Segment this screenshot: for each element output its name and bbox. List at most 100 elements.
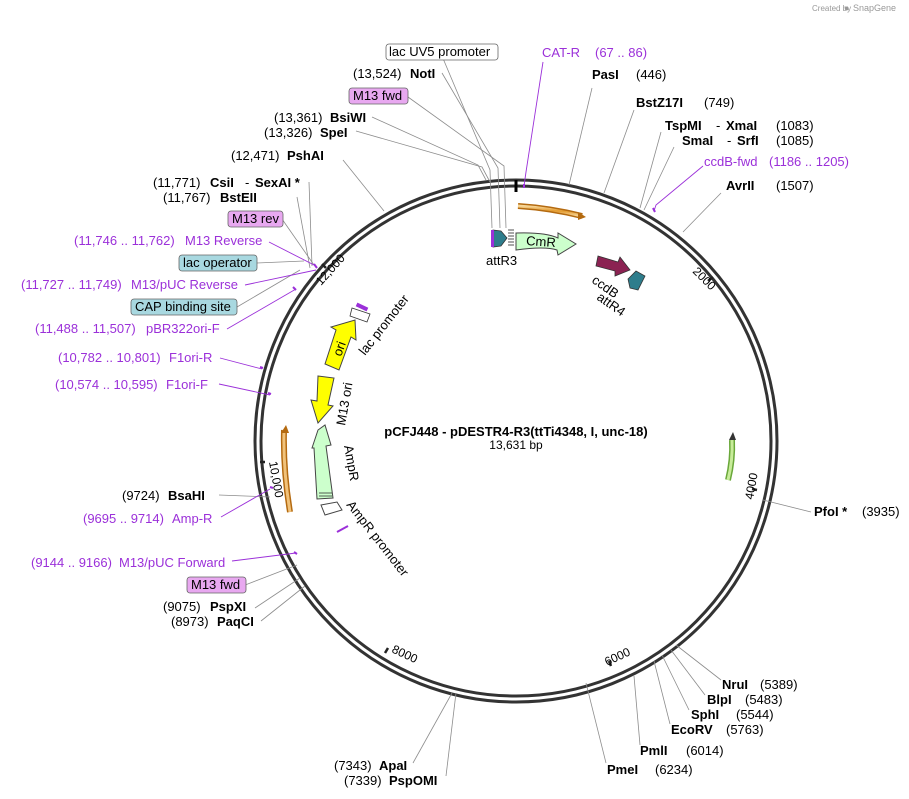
bsteii-name: BstEII: [220, 190, 257, 205]
nrui-pos: (5389): [760, 677, 798, 692]
pspomi-pos: (7339): [344, 773, 382, 788]
attr3-arrow: [492, 229, 508, 248]
bstz17i-name: BstZ17I: [636, 95, 683, 110]
tspmi-pos: (1083): [776, 118, 814, 133]
pshai-name: PshAI: [287, 148, 324, 163]
credit-brand: SnapGene: [853, 3, 896, 13]
primer-site-marks: [259, 184, 656, 555]
ori-label: ori: [330, 339, 349, 358]
apai-name: ApaI: [379, 758, 407, 773]
cat-r-name: CAT-R: [542, 45, 580, 60]
lac-uv5-box: [385, 43, 499, 61]
csii-name: CsiI: [210, 175, 234, 190]
bsiwi-pos: (13,361): [274, 110, 322, 125]
tspmi-name: TspMI: [665, 118, 702, 133]
ampr-promoter-arrow: [320, 501, 343, 516]
bsahi-name: BsaHI: [168, 488, 205, 503]
cap-binding-box: [130, 298, 238, 316]
avrii-pos: (1507): [776, 178, 814, 193]
ccdb-arrow: [595, 255, 631, 277]
m13-fwd-top-label: M13 fwd: [353, 88, 402, 103]
nrui-name: NruI: [722, 677, 748, 692]
smai-sep: -: [727, 133, 731, 148]
plasmid-name: pCFJ448 - pDESTR4-R3(ttTi4348, I, unc-18…: [384, 424, 647, 439]
pbr322ori-f-name: pBR322ori-F: [146, 321, 220, 336]
smai-pos: (1085): [776, 133, 814, 148]
pmli-pos: (6014): [686, 743, 724, 758]
ecorv-pos: (5763): [726, 722, 764, 737]
pfoi-name: PfoI *: [814, 504, 848, 519]
m13-puc-reverse-range: (11,727 .. 11,749): [21, 277, 122, 292]
ruler-ticks: [260, 263, 758, 667]
f1ori-f-name: F1ori-F: [166, 377, 208, 392]
sphi-pos: (5544): [736, 707, 774, 722]
m13-fwd-bottom-box: [186, 576, 247, 594]
snapgene-logo-icon: ●: [844, 3, 849, 13]
ccdb-fwd-name: ccdB-fwd: [704, 154, 757, 169]
attr3-label: attR3: [486, 253, 517, 268]
ampr-arrow: [311, 424, 334, 500]
pspxi-pos: (9075): [163, 599, 201, 614]
f1ori-r-name: F1ori-R: [169, 350, 212, 365]
bstz17i-pos: (749): [704, 95, 734, 110]
xmai-name: XmaI: [726, 118, 757, 133]
ampr-label: AmpR: [341, 444, 362, 482]
m13-fwd-top-box: [348, 87, 409, 105]
m13-ori-label: M13 ori: [333, 381, 355, 426]
paqci-name: PaqCI: [217, 614, 254, 629]
cat-r-range: (67 .. 86): [595, 45, 647, 60]
cap-binding-label: CAP binding site: [135, 299, 231, 314]
ampr-promoter-label: AmpR promoter: [344, 498, 413, 580]
attr3-hatch: [508, 229, 514, 246]
noti-pos: (13,524): [353, 66, 401, 81]
ccdb-fwd-range: (1186 .. 1205): [769, 154, 849, 169]
spei-name: SpeI: [320, 125, 347, 140]
noti-name: NotI: [410, 66, 435, 81]
tick-label-4000: 4000: [742, 471, 760, 500]
ori-arrow: [324, 319, 357, 371]
plasmid-size: 13,631 bp: [489, 438, 543, 452]
smai-name: SmaI: [682, 133, 713, 148]
lac-promoter-arrow: [349, 307, 371, 323]
tick-label-2000: 2000: [690, 264, 719, 293]
blpi-name: BlpI: [707, 692, 732, 707]
apai-pos: (7343): [334, 758, 372, 773]
m13-puc-forward-range: (9144 .. 9166): [31, 555, 112, 570]
tick-label-6000: 6000: [602, 645, 632, 669]
amp-r-range: (9695 .. 9714): [83, 511, 164, 526]
blpi-pos: (5483): [745, 692, 783, 707]
f1ori-r-range: (10,782 .. 10,801): [58, 350, 161, 365]
m13-reverse-name: M13 Reverse: [185, 233, 262, 248]
lac-uv5-label: lac UV5 promoter: [389, 44, 491, 59]
paqci-pos: (8973): [171, 614, 209, 629]
m13-rev-box: [227, 210, 284, 228]
pasi-name: PasI: [592, 67, 619, 82]
sphi-name: SphI: [691, 707, 719, 722]
pspxi-name: PspXI: [210, 599, 246, 614]
lac-operator-label: lac operator: [183, 255, 252, 270]
primer-leader-lines: [218, 61, 704, 562]
bsiwi-name: BsiWI: [330, 110, 366, 125]
srfi-name: SrfI: [737, 133, 759, 148]
m13-rev-label: M13 rev: [232, 211, 279, 226]
pmei-name: PmeI: [607, 762, 638, 777]
m13-puc-reverse-name: M13/pUC Reverse: [131, 277, 238, 292]
pspomi-name: PspOMI: [389, 773, 437, 788]
lac-promoter-label: lac promoter: [356, 291, 413, 358]
tick-label-8000: 8000: [390, 642, 420, 666]
pasi-pos: (446): [636, 67, 666, 82]
m13-reverse-range: (11,746 .. 11,762): [74, 233, 175, 248]
pbr322ori-f-range: (11,488 .. 11,507): [35, 321, 136, 336]
amp-r-name: Amp-R: [172, 511, 212, 526]
tick-label-10000: 10,000: [266, 460, 286, 499]
pmei-pos: (6234): [655, 762, 693, 777]
pfoi-pos: (3935): [862, 504, 900, 519]
leader-lines: [218, 55, 812, 777]
cmr-feature-arrow: [515, 232, 577, 256]
credit-text: Created by: [812, 4, 851, 13]
pmli-name: PmlI: [640, 743, 667, 758]
cmr-label: CmR: [526, 233, 557, 250]
csii-pos: (11,771): [153, 175, 200, 190]
avrii-name: AvrII: [726, 178, 754, 193]
